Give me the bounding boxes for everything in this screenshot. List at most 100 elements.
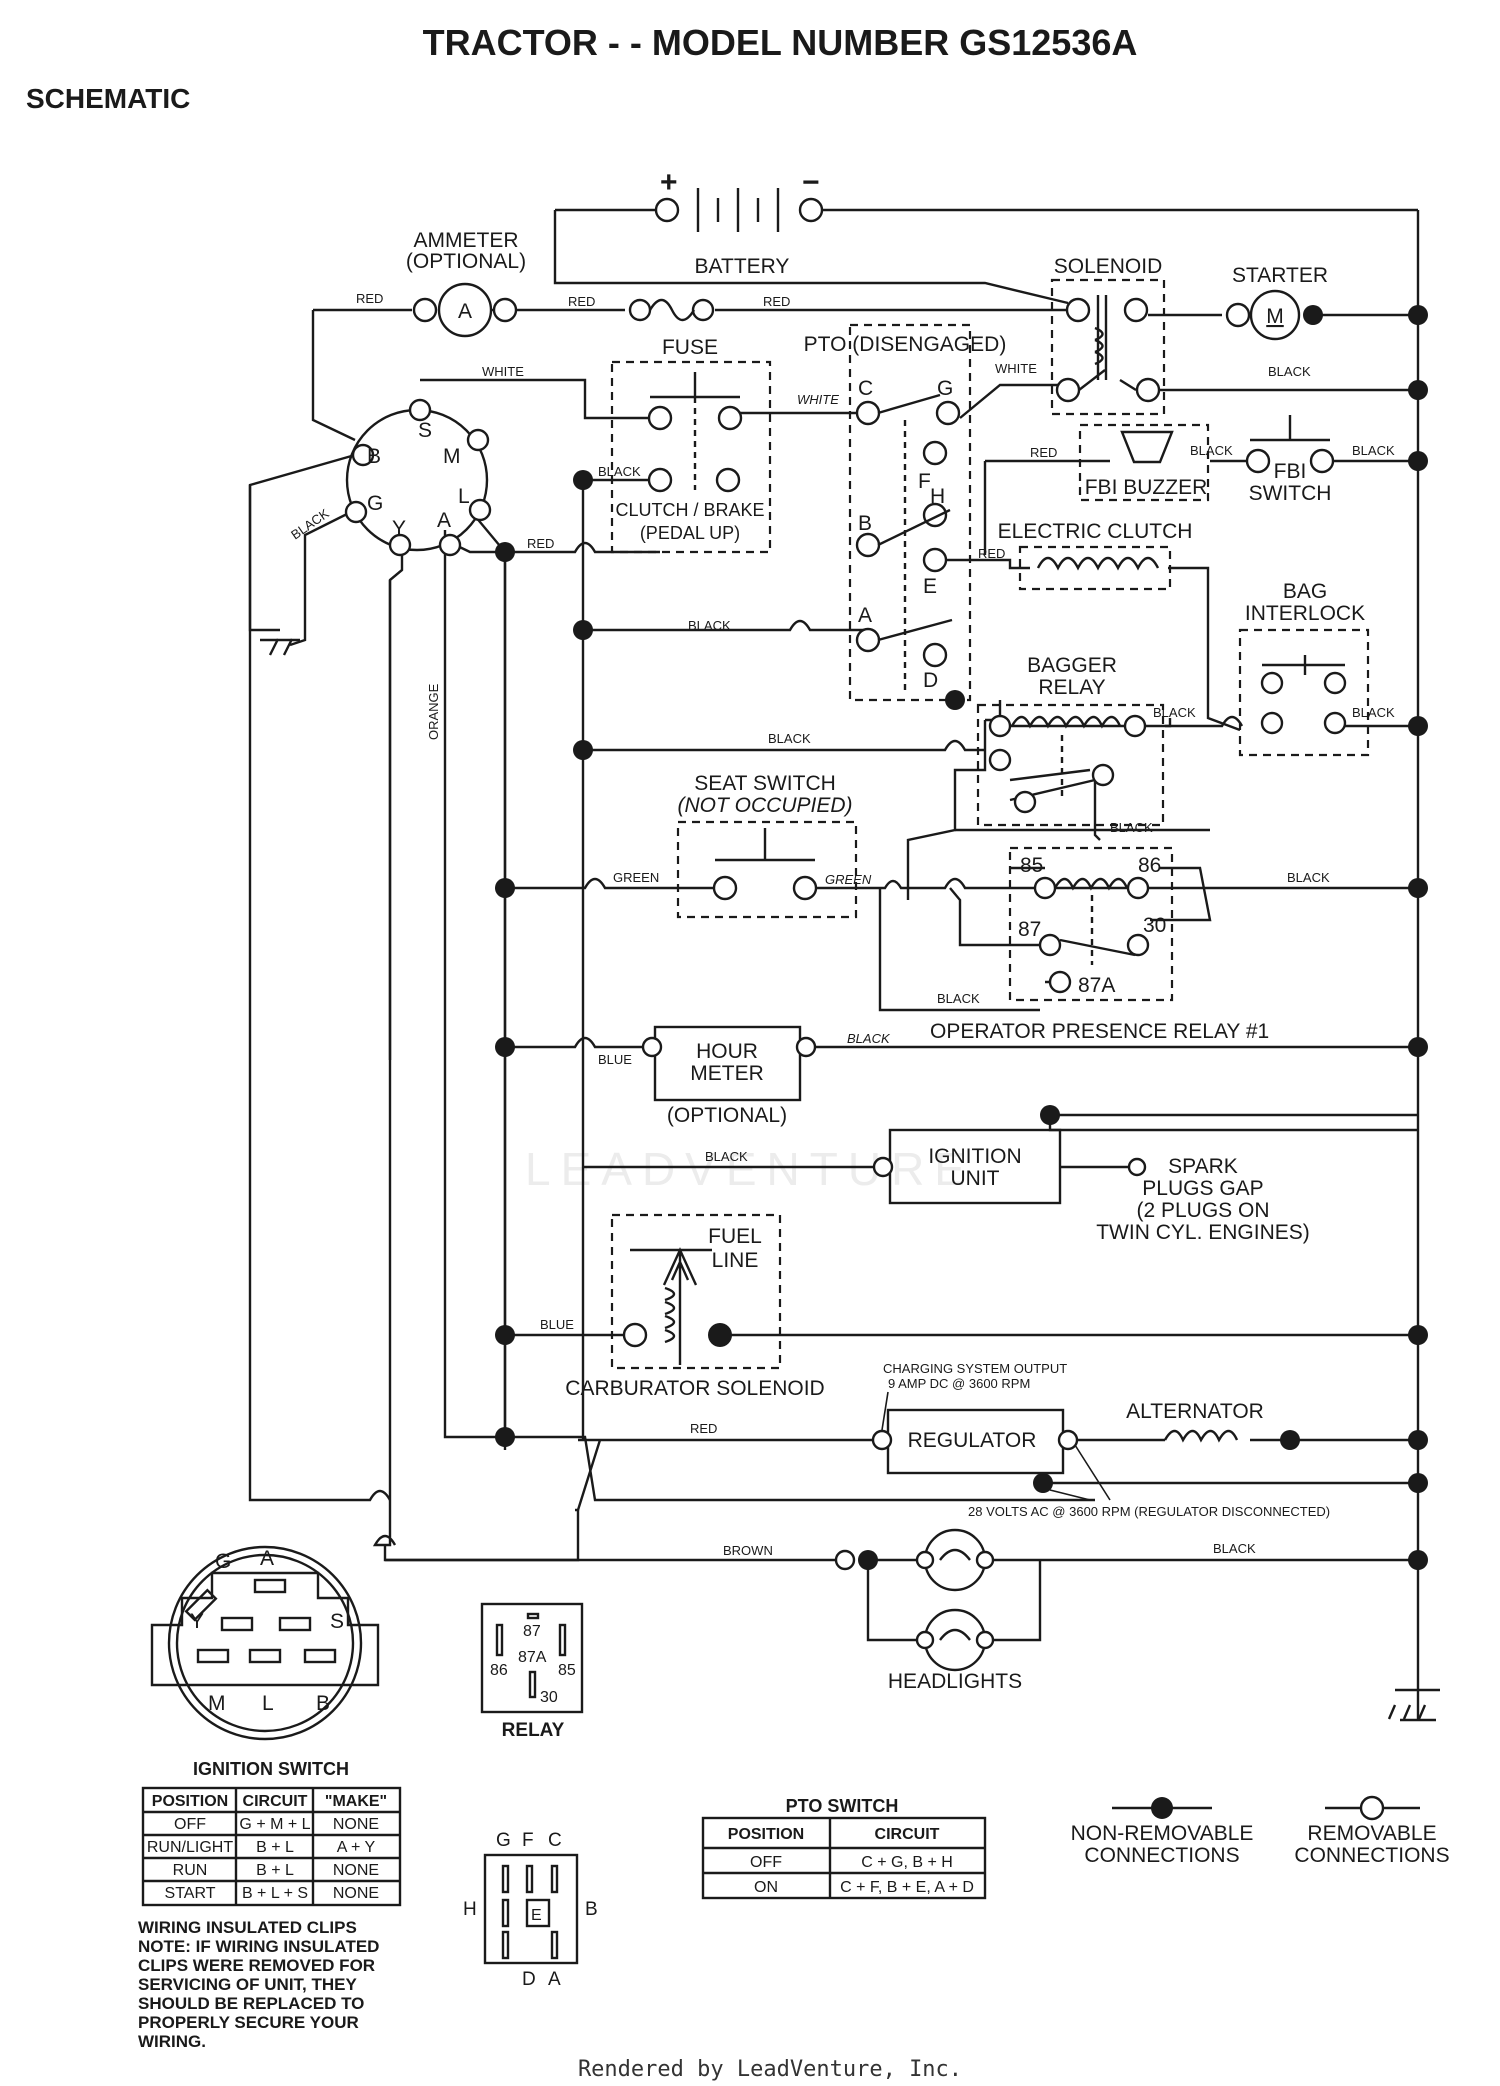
pto-table-cell: C + G, B + H	[861, 1854, 953, 1871]
ign-table-cell: RUN	[173, 1862, 208, 1879]
ign-table-header-circuit: CIRCUIT	[243, 1793, 308, 1810]
ignition-terminal-y: Y	[392, 517, 406, 540]
relay-pin-30: 30	[1143, 914, 1166, 937]
wire-label-black: BLACK	[1268, 364, 1311, 379]
wire-label-orange: ORANGE	[426, 683, 441, 740]
conn-pto-e: E	[531, 1907, 542, 1924]
wire-label-red: RED	[690, 1421, 717, 1436]
wire-label-black: BLACK	[768, 731, 811, 746]
fbi-buzzer-label: FBI BUZZER	[1085, 476, 1208, 499]
pto-table-header-position: POSITION	[728, 1826, 804, 1843]
legend-non-removable-2: CONNECTIONS	[1084, 1844, 1239, 1867]
note-line: CLIPS WERE REMOVED FOR	[138, 1956, 375, 1975]
ignition-switch-table: IGNITION SWITCH POSITION CIRCUIT "MAKE" …	[141, 1759, 402, 1907]
starter-motor: M STARTER	[1225, 264, 1328, 341]
ignition-terminal-g: G	[367, 492, 383, 515]
legend-removable: REMOVABLE	[1307, 1822, 1436, 1845]
carburetor-solenoid: FUEL LINE CARBURATOR SOLENOID	[565, 1213, 825, 1400]
fuse: FUSE	[628, 298, 718, 359]
relay-connector-label: RELAY	[502, 1720, 565, 1741]
watermark: LEADVENTURE	[525, 1143, 975, 1195]
fuel-line-label-2: LINE	[712, 1249, 759, 1272]
battery-plus-sign: +	[660, 166, 678, 199]
volts-note: 28 VOLTS AC @ 3600 RPM (REGULATOR DISCON…	[968, 1504, 1330, 1519]
pto-switch-table: PTO SWITCH POSITION CIRCUIT OFF C + G, B…	[701, 1796, 987, 1900]
wire-label-black: BLACK	[705, 1149, 748, 1164]
conn-ign-a: A	[260, 1547, 274, 1570]
fbi-switch-label-2: SWITCH	[1249, 482, 1332, 505]
note-line: NOTE: IF WIRING INSULATED	[138, 1937, 379, 1956]
ign-table-cell: A + Y	[337, 1839, 376, 1856]
pto-label: PTO (DISENGAGED)	[804, 333, 1007, 356]
relay-conn-86: 86	[490, 1662, 508, 1679]
wire-label-black: BLACK	[598, 464, 641, 479]
wire-label-white: WHITE	[995, 361, 1037, 376]
page-title: TRACTOR - - MODEL NUMBER GS12536A	[423, 22, 1138, 63]
solenoid: SOLENOID	[1050, 255, 1166, 416]
wire-label-black: BLACK	[1110, 820, 1153, 835]
ign-table-cell: NONE	[333, 1885, 379, 1902]
legend-removable-2: CONNECTIONS	[1294, 1844, 1449, 1867]
starter-symbol: M	[1266, 305, 1284, 328]
pto-table-cell: C + F, B + E, A + D	[840, 1879, 974, 1896]
spark-label-3: (2 PLUGS ON	[1136, 1199, 1269, 1222]
operator-presence-relay: 85 86 87 30 87A OPERATOR PRESENCE RELAY …	[930, 846, 1269, 1043]
ign-table-cell: G + M + L	[239, 1816, 310, 1833]
fuel-line-label: FUEL	[708, 1225, 762, 1248]
clutch-brake-pedal-label: (PEDAL UP)	[640, 523, 740, 543]
relay-pin-85: 85	[1020, 854, 1043, 877]
hour-meter-label-2: METER	[690, 1062, 764, 1085]
fbi-switch-label: FBI	[1274, 460, 1307, 483]
conn-ign-y: Y	[190, 1610, 204, 1633]
conn-pto-h: H	[463, 1899, 477, 1920]
note-line: SERVICING OF UNIT, THEY	[138, 1975, 357, 1994]
wire-label-red: RED	[978, 546, 1005, 561]
ignition-terminal-a: A	[437, 509, 451, 532]
note-line: WIRING.	[138, 2032, 206, 2051]
note-line: SHOULD BE REPLACED TO	[138, 1994, 364, 2013]
wire-label-black: BLACK	[1190, 443, 1233, 458]
bag-interlock: BAG INTERLOCK	[1238, 580, 1370, 757]
ign-table-cell: NONE	[333, 1862, 379, 1879]
wire-label-brown: BROWN	[723, 1543, 773, 1558]
seat-switch-state-label: (NOT OCCUPIED)	[678, 794, 853, 817]
wire-label-blue: BLUE	[540, 1317, 574, 1332]
bag-interlock-label: BAG	[1283, 580, 1327, 603]
ignition-unit-label: IGNITION	[928, 1145, 1021, 1168]
pto-terminal-h: H	[930, 485, 945, 508]
wire-label-black: BLACK	[937, 991, 980, 1006]
charging-output-label: CHARGING SYSTEM OUTPUT	[883, 1361, 1067, 1376]
relay-pin-86: 86	[1138, 854, 1161, 877]
note-line: PROPERLY SECURE YOUR	[138, 2013, 359, 2032]
bagger-relay-label-2: RELAY	[1038, 676, 1105, 699]
wire-label-white: WHITE	[482, 364, 524, 379]
clutch-brake-label: CLUTCH / BRAKE	[615, 500, 764, 520]
ignition-terminal-b: B	[367, 445, 381, 468]
ammeter: A AMMETER (OPTIONAL)	[406, 229, 526, 338]
pto-terminal-c: C	[858, 377, 873, 400]
ign-table-cell: B + L	[256, 1839, 294, 1856]
charging-output-value: 9 AMP DC @ 3600 RPM	[888, 1376, 1030, 1391]
wire-color-labels: RED RED RED WHITE WHITE WHITE BLACK RED …	[288, 291, 1395, 1558]
spark-label-4: TWIN CYL. ENGINES)	[1096, 1221, 1310, 1244]
wire-label-green: GREEN	[613, 870, 659, 885]
conn-ign-s: S	[330, 1610, 344, 1633]
pto-table-header-circuit: CIRCUIT	[875, 1826, 940, 1843]
schematic-heading: SCHEMATIC	[26, 83, 190, 114]
electric-clutch: ELECTRIC CLUTCH	[998, 520, 1192, 591]
wire-label-red: RED	[1030, 445, 1057, 460]
footer-credit: Rendered by LeadVenture, Inc.	[578, 2057, 962, 2082]
ignition-table-title: IGNITION SWITCH	[193, 1759, 349, 1779]
ign-table-cell: B + L	[256, 1862, 294, 1879]
pto-switch-connector: G F C H E B D A	[463, 1830, 598, 1990]
wire-label-red: RED	[527, 536, 554, 551]
pto-table-cell: ON	[754, 1879, 778, 1896]
ignition-unit-label-2: UNIT	[951, 1167, 1000, 1190]
wire-label-red: RED	[356, 291, 383, 306]
conn-pto-g: G	[496, 1830, 511, 1851]
ign-table-cell: RUN/LIGHT	[147, 1839, 233, 1856]
relay-pin-87: 87	[1018, 918, 1041, 941]
pto-table-cell: OFF	[750, 1854, 782, 1871]
wire-label-green: GREEN	[825, 872, 872, 887]
operator-relay-label: OPERATOR PRESENCE RELAY #1	[930, 1020, 1269, 1043]
